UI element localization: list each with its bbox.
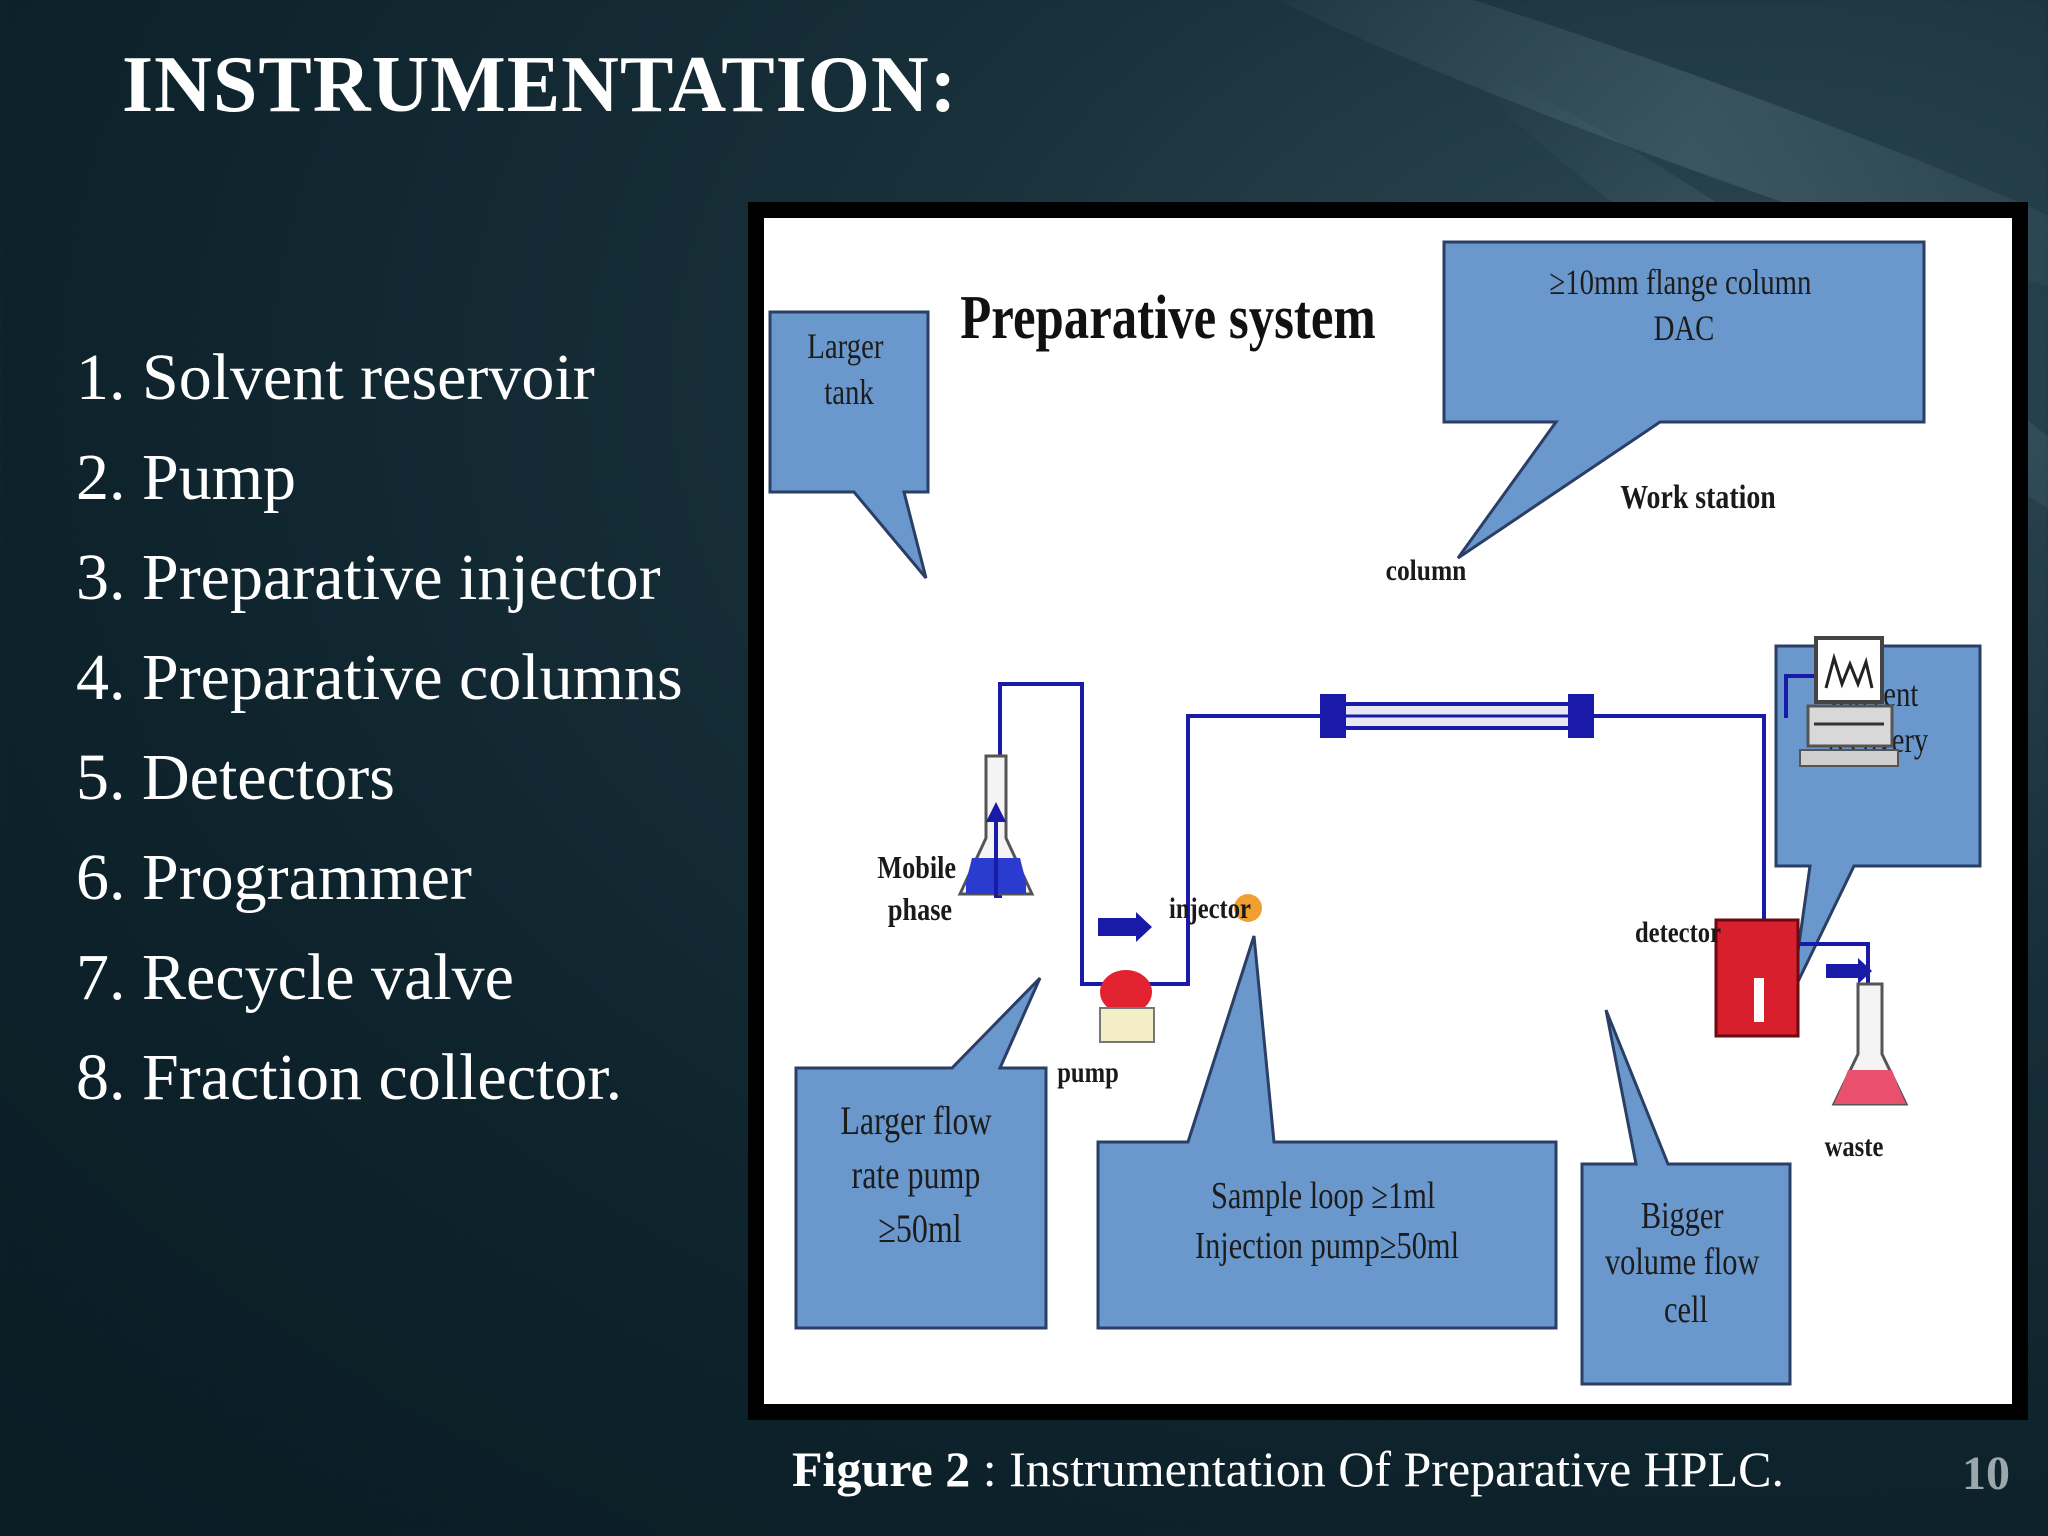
diagram-frame: Preparative system Larger tank ≥10mm fla… xyxy=(748,202,2028,1420)
pump xyxy=(1098,912,1155,1043)
hplc-diagram: Preparative system Larger tank ≥10mm fla… xyxy=(764,218,2012,1404)
list-item: 5. Detectors xyxy=(76,741,395,814)
list-item: 3. Preparative injector xyxy=(76,541,661,614)
svg-text:Bigger volume flow: Bigger volume flow cell xyxy=(1605,1195,1767,1331)
callout-text: cell xyxy=(1664,1289,1708,1331)
callout-flange-column: ≥10mm flange column DAC xyxy=(1442,240,1926,560)
list-item: 8. Fraction collector. xyxy=(76,1041,623,1114)
svg-text:Sample loop ≥1ml Injec: Sample loop ≥1ml Injection pump≥50ml xyxy=(1195,1175,1459,1267)
label-detector: detector xyxy=(1635,916,1721,949)
label-text: Mobile xyxy=(877,851,956,886)
label-mobile-phase: Mobile phase xyxy=(877,851,962,928)
svg-text:Larger tank: Larger tank xyxy=(807,327,890,413)
callout-text: volume flow xyxy=(1605,1241,1760,1283)
callout-text: Larger flow xyxy=(840,1099,991,1143)
callout-flow-pump: Larger flow rate pump ≥50ml xyxy=(794,976,1048,1330)
callout-text: ≥10mm flange column xyxy=(1549,263,1811,303)
label-injector: injector xyxy=(1169,892,1251,925)
caption-separator: : xyxy=(970,1441,1010,1497)
list-item: 7. Recycle valve xyxy=(76,941,514,1014)
slide-number: 10 xyxy=(1962,1447,2010,1500)
callout-text: Bigger xyxy=(1641,1195,1724,1237)
callout-flow-cell: Bigger volume flow cell xyxy=(1580,1009,1792,1386)
list-item: 1. Solvent reservoir xyxy=(76,341,595,414)
label-text: phase xyxy=(888,893,952,928)
label-work-station: Work station xyxy=(1620,477,1776,515)
callout-text: Sample loop ≥1ml xyxy=(1211,1175,1435,1217)
list-item: 6. Programmer xyxy=(76,841,472,914)
label-column: column xyxy=(1386,554,1467,587)
callout-text: Larger xyxy=(807,327,883,367)
mobile-phase-flask xyxy=(957,754,1035,898)
caption-text: Instrumentation Of Preparative HPLC. xyxy=(1009,1441,1784,1497)
column xyxy=(1320,694,1594,738)
detector xyxy=(1714,918,1872,1038)
caption-label: Figure 2 xyxy=(792,1441,971,1497)
diagram-title: Preparative system xyxy=(960,283,1375,352)
callout-text: Injection pump≥50ml xyxy=(1195,1225,1459,1267)
callout-text: tank xyxy=(824,373,874,413)
computer-icon xyxy=(1799,636,1899,767)
slide-title: INSTRUMENTATION: xyxy=(122,41,958,129)
callout-text: DAC xyxy=(1654,309,1715,349)
svg-text:≥10mm flange column DA: ≥10mm flange column DAC xyxy=(1549,263,1818,349)
waste-flask xyxy=(1831,982,1909,1106)
label-waste: waste xyxy=(1825,1130,1884,1163)
component-list: 1. Solvent reservoir 2. Pump 3. Preparat… xyxy=(76,328,683,1128)
list-item: 4. Preparative columns xyxy=(76,641,683,714)
injector xyxy=(1234,894,1262,922)
callout-text: rate pump xyxy=(852,1153,981,1197)
callout-sample-loop: Sample loop ≥1ml Injection pump≥50ml xyxy=(1096,935,1558,1330)
label-pump: pump xyxy=(1057,1056,1119,1089)
list-item: 2. Pump xyxy=(76,441,297,514)
svg-text:Larger flow rate pump: Larger flow rate pump ≥50ml xyxy=(840,1099,999,1251)
callout-larger-tank: Larger tank xyxy=(768,310,930,579)
callout-text: ≥50ml xyxy=(878,1207,961,1251)
figure-caption: Figure 2 : Instrumentation Of Preparativ… xyxy=(792,1440,1784,1498)
